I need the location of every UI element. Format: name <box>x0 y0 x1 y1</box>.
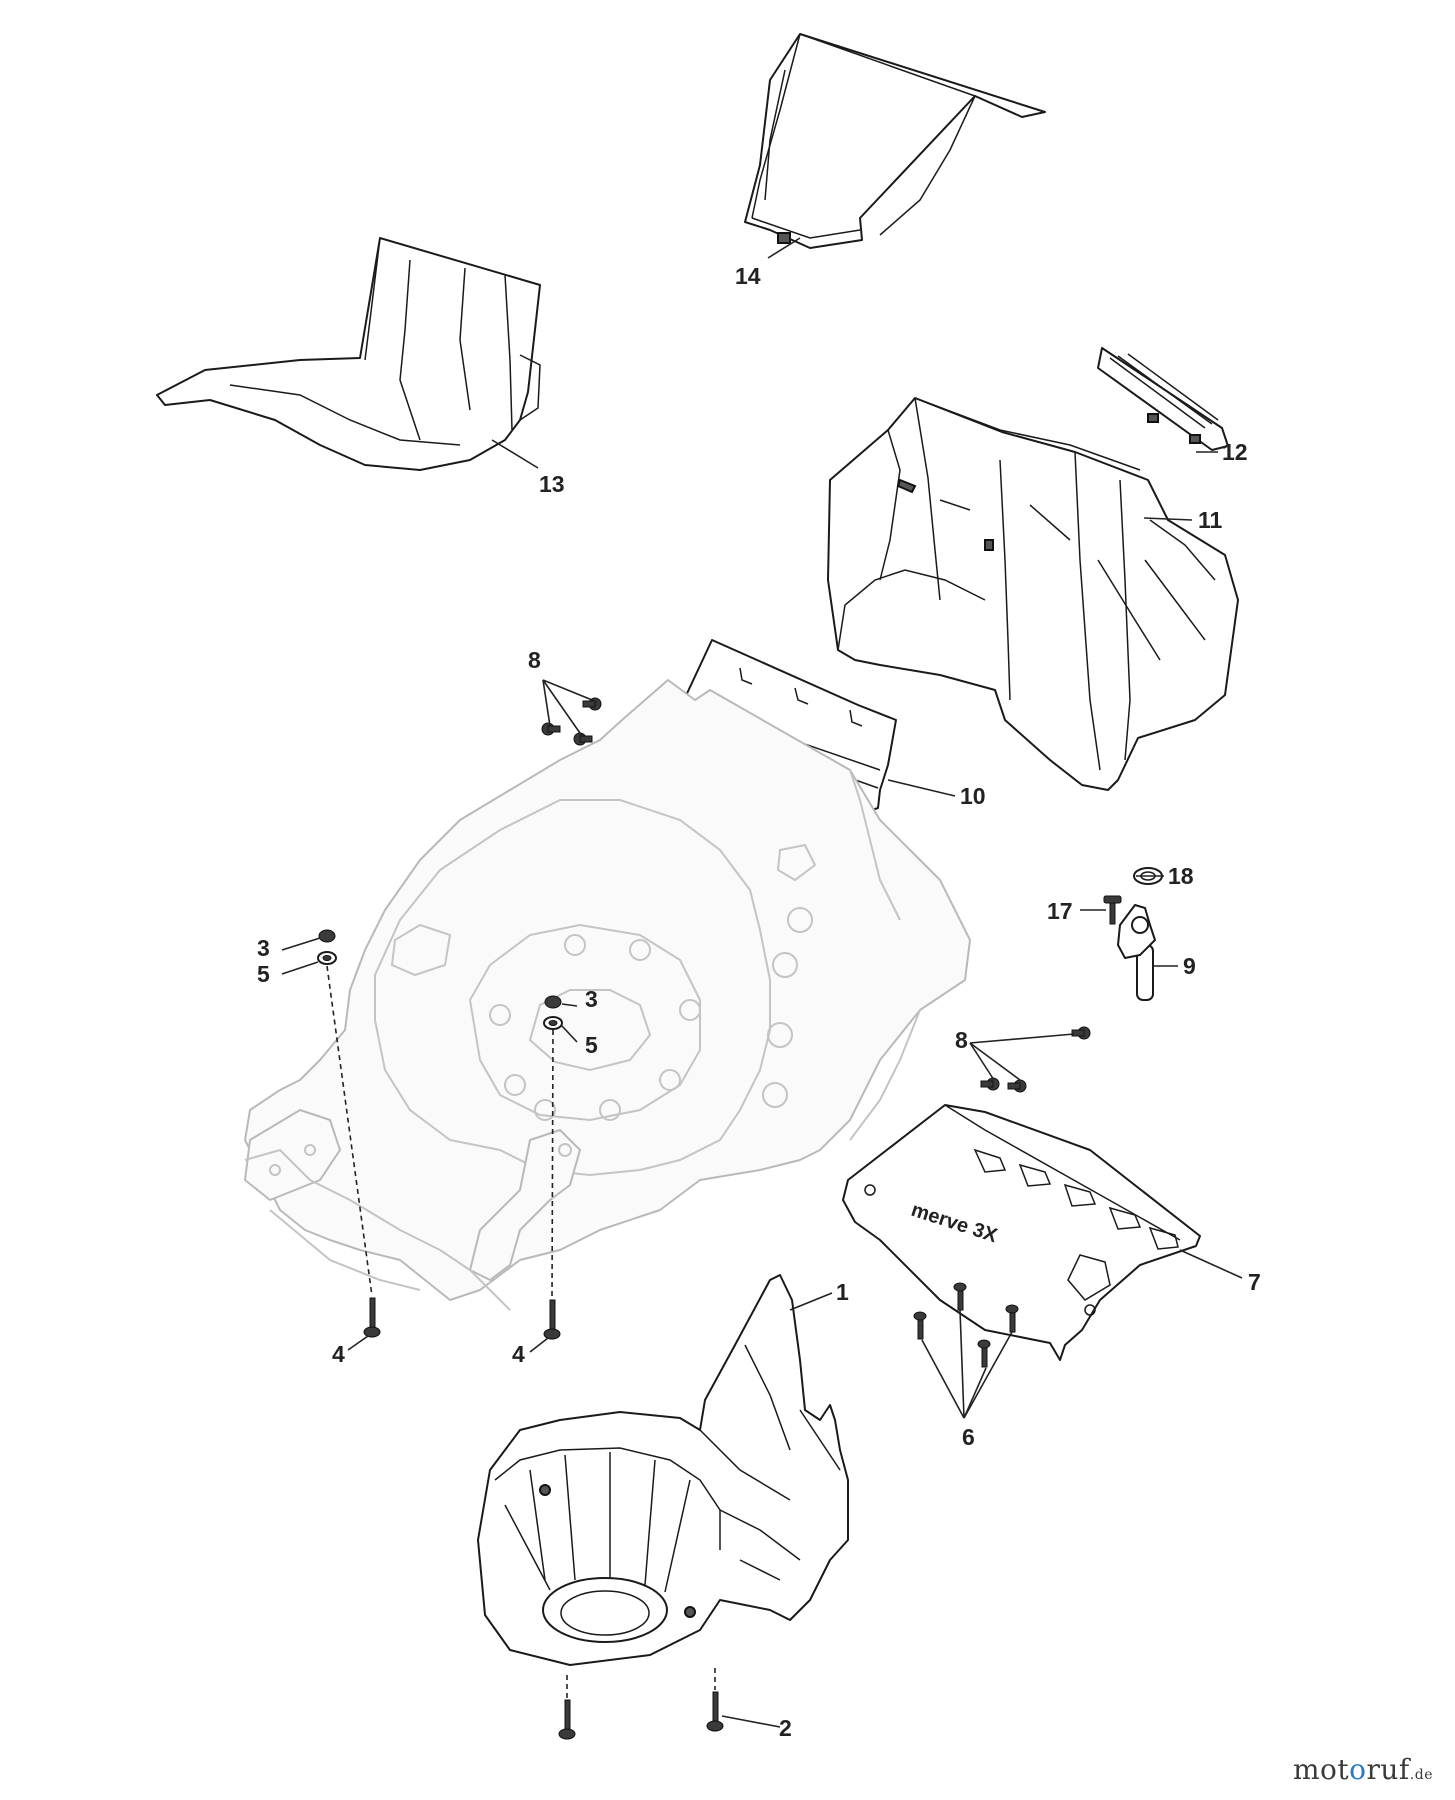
part-8-screw-top-b <box>541 722 561 736</box>
part-3-nut-left <box>318 929 336 943</box>
callout-6: 6 <box>962 1424 975 1450</box>
part-6-screw-d <box>977 1339 991 1368</box>
part-8-screw-top-c <box>573 732 593 746</box>
part-8-screw-right-a <box>1071 1026 1091 1040</box>
part-5-washer-center <box>543 1016 563 1030</box>
callout-18: 18 <box>1168 863 1194 889</box>
motoruf-watermark: motoruf.de <box>1293 1753 1433 1786</box>
part-3-nut-center <box>544 995 562 1009</box>
part-2-screw-right <box>706 1691 724 1732</box>
part-12-grille <box>1097 347 1229 451</box>
part-8-screw-right-c <box>1007 1079 1027 1093</box>
callout-8-top: 8 <box>528 647 541 673</box>
part-14-chute-cover <box>744 33 1046 249</box>
leader-lines <box>281 237 1243 1728</box>
callout-3-center: 3 <box>585 986 598 1012</box>
callout-5-left: 5 <box>257 961 270 987</box>
part-17-screw <box>1103 895 1122 925</box>
part-7-skid-plate: merve 3X <box>842 1104 1201 1361</box>
callout-13: 13 <box>539 471 565 497</box>
callout-7: 7 <box>1248 1269 1261 1295</box>
callout-9: 9 <box>1183 953 1196 979</box>
part-8-screw-right-b <box>980 1077 1000 1091</box>
callout-10: 10 <box>960 783 986 809</box>
watermark-tld: .de <box>1409 1767 1433 1783</box>
callout-12: 12 <box>1222 439 1248 465</box>
callout-4-left: 4 <box>332 1341 345 1367</box>
part-1-blade-housing <box>477 1274 849 1666</box>
part-6-screw-a <box>913 1311 927 1340</box>
callout-4-center: 4 <box>512 1341 525 1367</box>
part-13-rear-deflector <box>156 237 541 471</box>
callout-5-center: 5 <box>585 1032 598 1058</box>
part-5-washer-left <box>317 951 337 965</box>
callout-1: 1 <box>836 1279 849 1305</box>
callout-17: 17 <box>1047 898 1073 924</box>
callout-2: 2 <box>779 1715 792 1741</box>
part-8-screw-top-a <box>582 697 602 711</box>
callout-8-right: 8 <box>955 1027 968 1053</box>
part-4-screw-left <box>363 1297 381 1338</box>
part-9-lever <box>1117 904 1156 1001</box>
part-4-screw-center <box>543 1299 561 1340</box>
callout-11: 11 <box>1198 507 1223 533</box>
part-11-chute-housing <box>827 397 1239 791</box>
watermark-part1: mot <box>1292 1753 1350 1786</box>
part-2-screw-left <box>558 1699 576 1740</box>
callout-3-left: 3 <box>257 935 270 961</box>
watermark-part3: ruf <box>1366 1753 1410 1786</box>
callout-labels: 1 2 3 3 4 4 5 5 6 7 8 8 9 10 11 12 13 14… <box>257 263 1261 1741</box>
part-6-screw-c <box>1005 1304 1019 1333</box>
watermark-part2: o <box>1349 1753 1367 1786</box>
callout-14: 14 <box>735 263 761 289</box>
